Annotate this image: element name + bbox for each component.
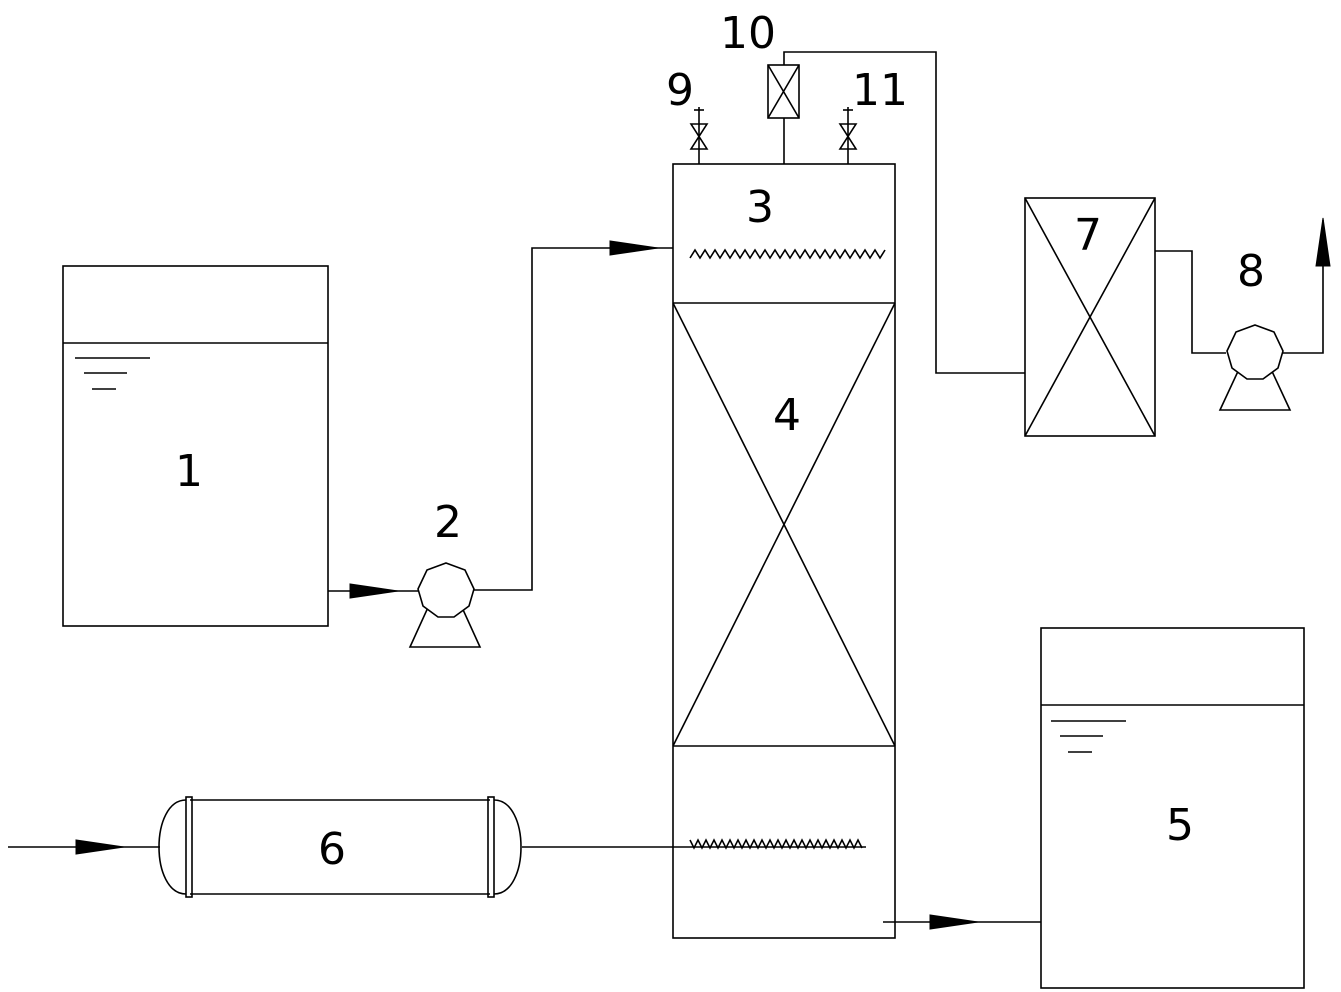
pipe-column-to-tank5: [883, 914, 1041, 930]
pump-2: 2: [408, 497, 482, 648]
valve-9: 9: [666, 65, 709, 164]
flow-arrow: [75, 839, 125, 855]
pipe-pump2-to-column: [474, 240, 673, 591]
label-10: 10: [720, 8, 776, 59]
water-level-symbol: [1051, 720, 1126, 753]
pump-8: 8: [1218, 246, 1292, 411]
tank-5: 5: [1040, 627, 1305, 989]
absorption-column: 3 4: [672, 163, 896, 939]
flow-arrow: [609, 240, 659, 256]
label-7: 7: [1074, 210, 1102, 261]
inlet-pipe-to-6: [8, 839, 160, 855]
label-11: 11: [852, 65, 908, 116]
label-2: 2: [434, 497, 462, 548]
packing-section-4: [672, 302, 896, 747]
vessel-6: 6: [158, 796, 522, 898]
flow-arrow-up: [1315, 217, 1331, 267]
pipe-7-to-pump8: [1155, 250, 1226, 354]
pipe-tank1-to-pump2: [328, 583, 418, 599]
valve-11: 11: [838, 65, 908, 164]
tank-1: 1: [62, 265, 329, 627]
label-1: 1: [175, 446, 203, 497]
unit-7: 7: [1024, 197, 1156, 437]
flow-arrow: [929, 914, 979, 930]
label-6: 6: [318, 824, 346, 875]
top-spray-distributor: [689, 248, 886, 260]
label-8: 8: [1237, 246, 1265, 297]
component-10: 10: [720, 8, 800, 164]
label-3: 3: [746, 182, 774, 233]
label-5: 5: [1166, 800, 1194, 851]
pipe-10-to-7: [783, 51, 1025, 374]
water-level-symbol: [75, 357, 150, 390]
label-9: 9: [666, 65, 694, 116]
flow-arrow: [349, 583, 399, 599]
pipe-pump8-outlet: [1283, 217, 1331, 354]
label-4: 4: [773, 390, 801, 441]
